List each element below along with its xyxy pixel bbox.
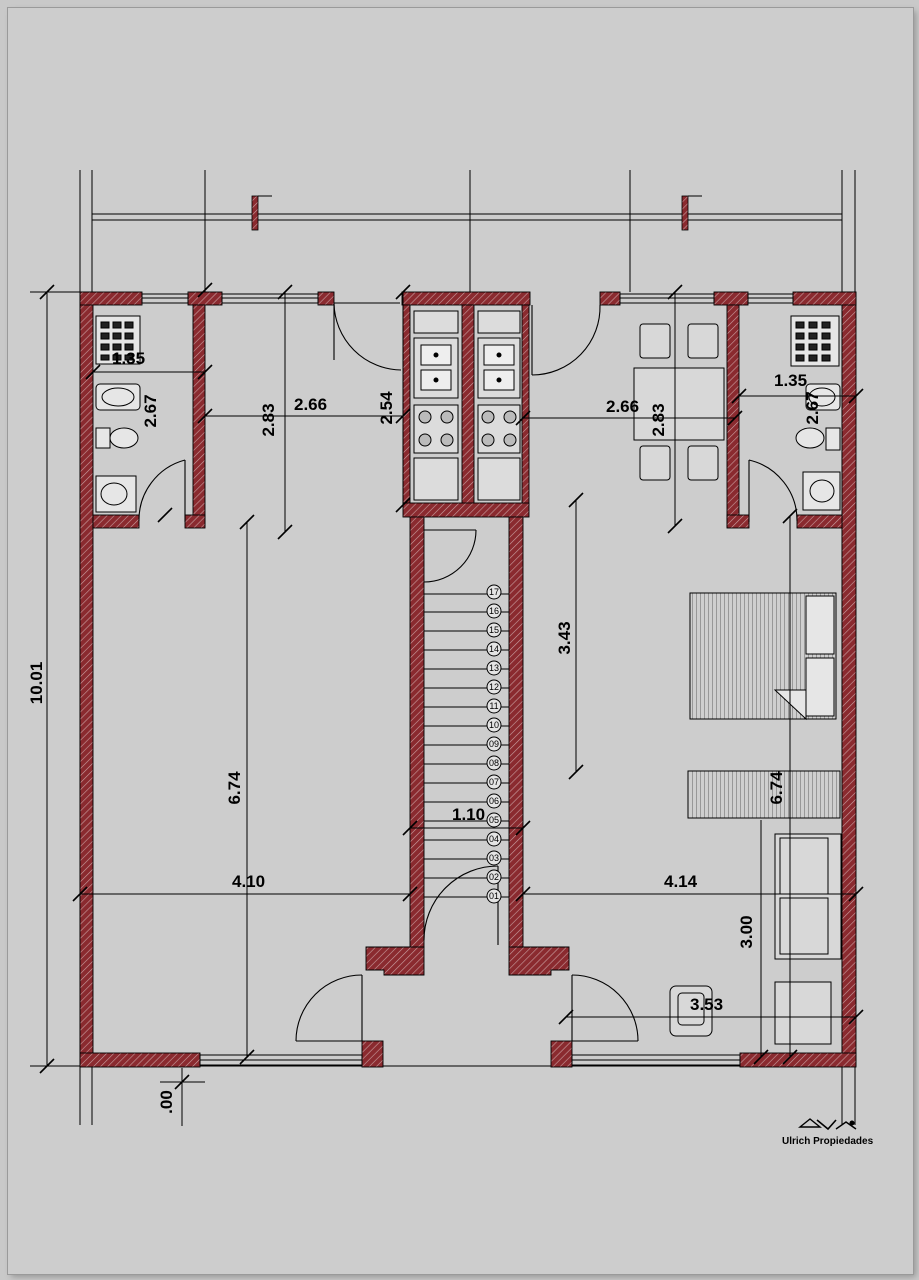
stair-step-marker bbox=[486, 888, 502, 904]
dim-kitchen-left-height: 2.83 bbox=[259, 403, 278, 436]
section-marks bbox=[251, 195, 689, 231]
stair-step-number: 07 bbox=[489, 777, 499, 787]
sofa bbox=[669, 833, 842, 1045]
stair-step-marker bbox=[486, 755, 502, 771]
kitchen-counters bbox=[413, 310, 521, 501]
dim-total-depth: 10.01 bbox=[27, 662, 46, 705]
dim-bath-right-width: 1.35 bbox=[774, 371, 807, 390]
stair-step-marker bbox=[486, 774, 502, 790]
dim-kitchen-left-width: 2.66 bbox=[294, 395, 327, 414]
dim-setback: .00 bbox=[157, 1090, 176, 1114]
stair-step-number: 11 bbox=[489, 701, 498, 711]
house-logo-icon bbox=[798, 1118, 822, 1128]
stair-step-number: 01 bbox=[489, 891, 499, 901]
stair-step-marker bbox=[486, 603, 502, 619]
stair-step-marker bbox=[486, 736, 502, 752]
company-logo: Ulrich Propiedades bbox=[782, 1118, 874, 1147]
stair-step-number: 08 bbox=[489, 758, 499, 768]
dim-kitchen-right-width: 2.66 bbox=[606, 397, 639, 416]
stair-step-marker bbox=[486, 641, 502, 657]
walls bbox=[79, 291, 857, 1068]
bath-fixtures-left bbox=[95, 315, 141, 513]
stair-step-number: 15 bbox=[489, 625, 499, 635]
stair-step-number: 17 bbox=[489, 587, 499, 597]
stair-step-number: 14 bbox=[489, 644, 499, 654]
dining-table bbox=[633, 323, 725, 481]
stair-step-number: 16 bbox=[489, 606, 499, 616]
bench bbox=[687, 770, 841, 819]
dim-living-right-height: 6.74 bbox=[767, 771, 786, 805]
stair-step-marker bbox=[486, 831, 502, 847]
bed bbox=[689, 592, 837, 721]
stair-step-marker bbox=[486, 717, 502, 733]
stair-step-number: 12 bbox=[489, 682, 499, 692]
stair-step-marker bbox=[486, 584, 502, 600]
stair-step-marker bbox=[486, 793, 502, 809]
dim-bedroom-right-height: 3.43 bbox=[555, 621, 574, 654]
stair-step-marker bbox=[486, 812, 502, 828]
dim-kitchen-strip-height: 2.54 bbox=[377, 391, 396, 425]
stair-step-marker bbox=[486, 660, 502, 676]
dimension-lines bbox=[46, 292, 856, 1126]
dim-stair-width: 1.10 bbox=[452, 805, 485, 824]
stair-step-marker bbox=[486, 869, 502, 885]
dim-living-left-height: 6.74 bbox=[225, 771, 244, 805]
stair-step-numbers: 17 16 15 14 13 12 11 10 09 08 07 06 05 04 03 02 01 bbox=[486, 584, 502, 904]
stair-step-number: 06 bbox=[489, 796, 499, 806]
stair-step-number: 10 bbox=[489, 720, 499, 730]
company-name: Ulrich Propiedades bbox=[782, 1136, 874, 1147]
stair-step-number: 02 bbox=[489, 872, 499, 882]
dim-bath-left-height: 2.67 bbox=[141, 394, 160, 427]
stair-step-marker bbox=[486, 679, 502, 695]
dim-width-left: 4.10 bbox=[232, 872, 265, 891]
dim-width-right: 4.14 bbox=[664, 872, 698, 891]
stair-step-marker bbox=[486, 698, 502, 714]
stair-step-number: 05 bbox=[489, 815, 499, 825]
doors bbox=[138, 302, 798, 1042]
dim-bath-left-width: 1.35 bbox=[112, 349, 145, 368]
dim-living-right-width: 3.53 bbox=[690, 995, 723, 1014]
bath-fixtures-right bbox=[790, 315, 841, 511]
dim-living-right-seat-height: 3.00 bbox=[737, 915, 756, 948]
stair-step-number: 09 bbox=[489, 739, 499, 749]
stair-step-marker bbox=[486, 850, 502, 866]
dim-bath-right-height: 2.67 bbox=[803, 391, 822, 424]
windows bbox=[141, 293, 794, 1066]
stair-step-number: 13 bbox=[489, 663, 499, 673]
dimension-ticks bbox=[39, 282, 864, 1090]
stair-step-marker bbox=[486, 622, 502, 638]
dim-kitchen-right-height: 2.83 bbox=[649, 403, 668, 436]
stair-step-number: 03 bbox=[489, 853, 499, 863]
stair-step-number: 04 bbox=[489, 834, 499, 844]
